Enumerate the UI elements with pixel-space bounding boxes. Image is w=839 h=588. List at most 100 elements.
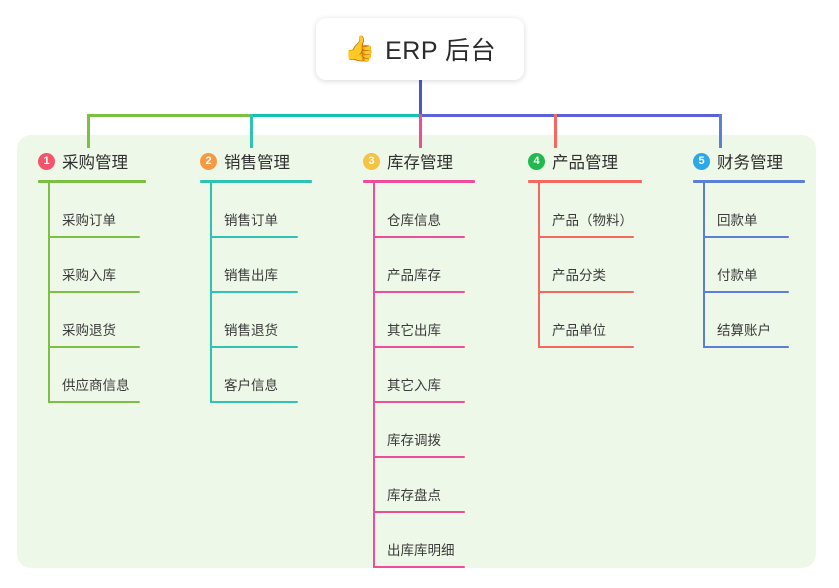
branch-column-5: 5 财务管理回款单付款单结算账户 (693, 148, 805, 348)
branch-item[interactable]: 产品库存 (363, 238, 475, 293)
branch-item-rule (48, 346, 140, 348)
branch-item-list: 销售订单销售出库销售退货客户信息 (200, 183, 312, 403)
branch-item[interactable]: 其它入库 (363, 348, 475, 403)
branch-item[interactable]: 供应商信息 (38, 348, 146, 403)
branch-item[interactable]: 其它出库 (363, 293, 475, 348)
branch-item[interactable]: 付款单 (693, 238, 805, 293)
branch-title: 库存管理 (387, 154, 453, 172)
branch-spine (373, 183, 375, 568)
branch-item[interactable]: 采购入库 (38, 238, 146, 293)
branch-item-rule (538, 236, 634, 238)
branch-item-label: 付款单 (717, 268, 758, 283)
branch-spine (703, 183, 705, 348)
branch-item-rule (210, 291, 298, 293)
branch-header-3[interactable]: 3 库存管理 (363, 148, 475, 174)
branch-header-rule (38, 180, 146, 183)
branch-item[interactable]: 产品单位 (528, 293, 642, 348)
branch-item-rule (373, 346, 465, 348)
branch-item-rule (703, 291, 789, 293)
branch-item-label: 其它入库 (387, 378, 441, 393)
branch-item-rule (373, 511, 465, 513)
branch-item[interactable]: 仓库信息 (363, 183, 475, 238)
branch-item-rule (210, 401, 298, 403)
branch-item-list: 采购订单采购入库采购退货供应商信息 (38, 183, 146, 403)
branch-item-label: 产品单位 (552, 323, 606, 338)
branch-title: 采购管理 (62, 154, 128, 172)
branch-item-rule (373, 236, 465, 238)
branch-header-rule (200, 180, 312, 183)
branch-spine (538, 183, 540, 348)
root-node-card[interactable]: 👍 ERP 后台 (316, 18, 524, 80)
connector-drop-5 (719, 114, 722, 148)
branch-item-label: 结算账户 (717, 323, 771, 338)
branch-item[interactable]: 库存调拨 (363, 403, 475, 458)
branch-item[interactable]: 销售退货 (200, 293, 312, 348)
branch-item-rule (538, 291, 634, 293)
branch-header-5[interactable]: 5 财务管理 (693, 148, 805, 174)
root-stem-line (419, 79, 422, 117)
branch-number-badge: 4 (528, 152, 545, 170)
branch-item-label: 产品（物料） (552, 213, 633, 228)
branch-item-label: 销售订单 (224, 213, 278, 228)
branch-item-rule (48, 401, 140, 403)
branch-column-1: 1 采购管理采购订单采购入库采购退货供应商信息 (38, 148, 146, 403)
branch-item[interactable]: 产品分类 (528, 238, 642, 293)
branch-item[interactable]: 库存盘点 (363, 458, 475, 513)
branch-column-2: 2 销售管理销售订单销售出库销售退货客户信息 (200, 148, 312, 403)
branch-item-rule (373, 566, 465, 568)
connector-drop-2 (250, 114, 253, 148)
branch-column-4: 4 产品管理产品（物料） 产品分类产品单位 (528, 148, 642, 348)
branch-item-list: 产品（物料） 产品分类产品单位 (528, 183, 642, 348)
branch-item-label: 库存调拨 (387, 433, 441, 448)
branch-number-badge: 1 (38, 152, 55, 170)
connector-bar-green (87, 114, 250, 117)
branch-item-label: 出库库明细 (387, 543, 455, 558)
branch-item[interactable]: 销售订单 (200, 183, 312, 238)
branch-item-rule (703, 236, 789, 238)
branch-item[interactable]: 产品（物料） (528, 183, 642, 238)
branch-item[interactable]: 出库库明细 (363, 513, 475, 568)
branch-number-badge: 5 (693, 152, 710, 170)
branch-number-badge: 2 (200, 152, 217, 170)
branch-item-label: 库存盘点 (387, 488, 441, 503)
branch-item-rule (210, 236, 298, 238)
branch-item-label: 销售出库 (224, 268, 278, 283)
branch-item-label: 销售退货 (224, 323, 278, 338)
branch-item-label: 供应商信息 (62, 378, 130, 393)
connector-bar-teal (250, 114, 420, 117)
branch-title: 销售管理 (224, 154, 290, 172)
branch-item[interactable]: 采购订单 (38, 183, 146, 238)
connector-bar-blue (420, 114, 722, 117)
branch-item[interactable]: 回款单 (693, 183, 805, 238)
branch-title: 产品管理 (552, 154, 618, 172)
branch-item[interactable]: 销售出库 (200, 238, 312, 293)
connector-drop-1 (87, 114, 90, 148)
connector-drop-3 (419, 114, 422, 148)
branch-item-label: 仓库信息 (387, 213, 441, 228)
branch-number-badge: 3 (363, 152, 380, 170)
branch-item-label: 回款单 (717, 213, 758, 228)
branch-item-label: 采购入库 (62, 268, 116, 283)
branch-item-list: 回款单付款单结算账户 (693, 183, 805, 348)
branch-item-rule (538, 346, 634, 348)
branch-item-label: 产品分类 (552, 268, 606, 283)
branch-header-4[interactable]: 4 产品管理 (528, 148, 642, 174)
branch-item-label: 产品库存 (387, 268, 441, 283)
connector-drop-4 (554, 114, 557, 148)
branch-item-rule (48, 236, 140, 238)
branch-spine (48, 183, 50, 403)
branch-title: 财务管理 (717, 154, 783, 172)
branch-item[interactable]: 客户信息 (200, 348, 312, 403)
branch-item-label: 采购退货 (62, 323, 116, 338)
branch-header-1[interactable]: 1 采购管理 (38, 148, 146, 174)
branch-item[interactable]: 采购退货 (38, 293, 146, 348)
branch-item-rule (210, 346, 298, 348)
branch-item-rule (703, 346, 789, 348)
branch-item-rule (373, 456, 465, 458)
branch-header-2[interactable]: 2 销售管理 (200, 148, 312, 174)
branch-item[interactable]: 结算账户 (693, 293, 805, 348)
branch-item-rule (48, 291, 140, 293)
content-panel (17, 135, 816, 568)
branch-item-list: 仓库信息产品库存其它出库其它入库库存调拨库存盘点出库库明细 (363, 183, 475, 568)
